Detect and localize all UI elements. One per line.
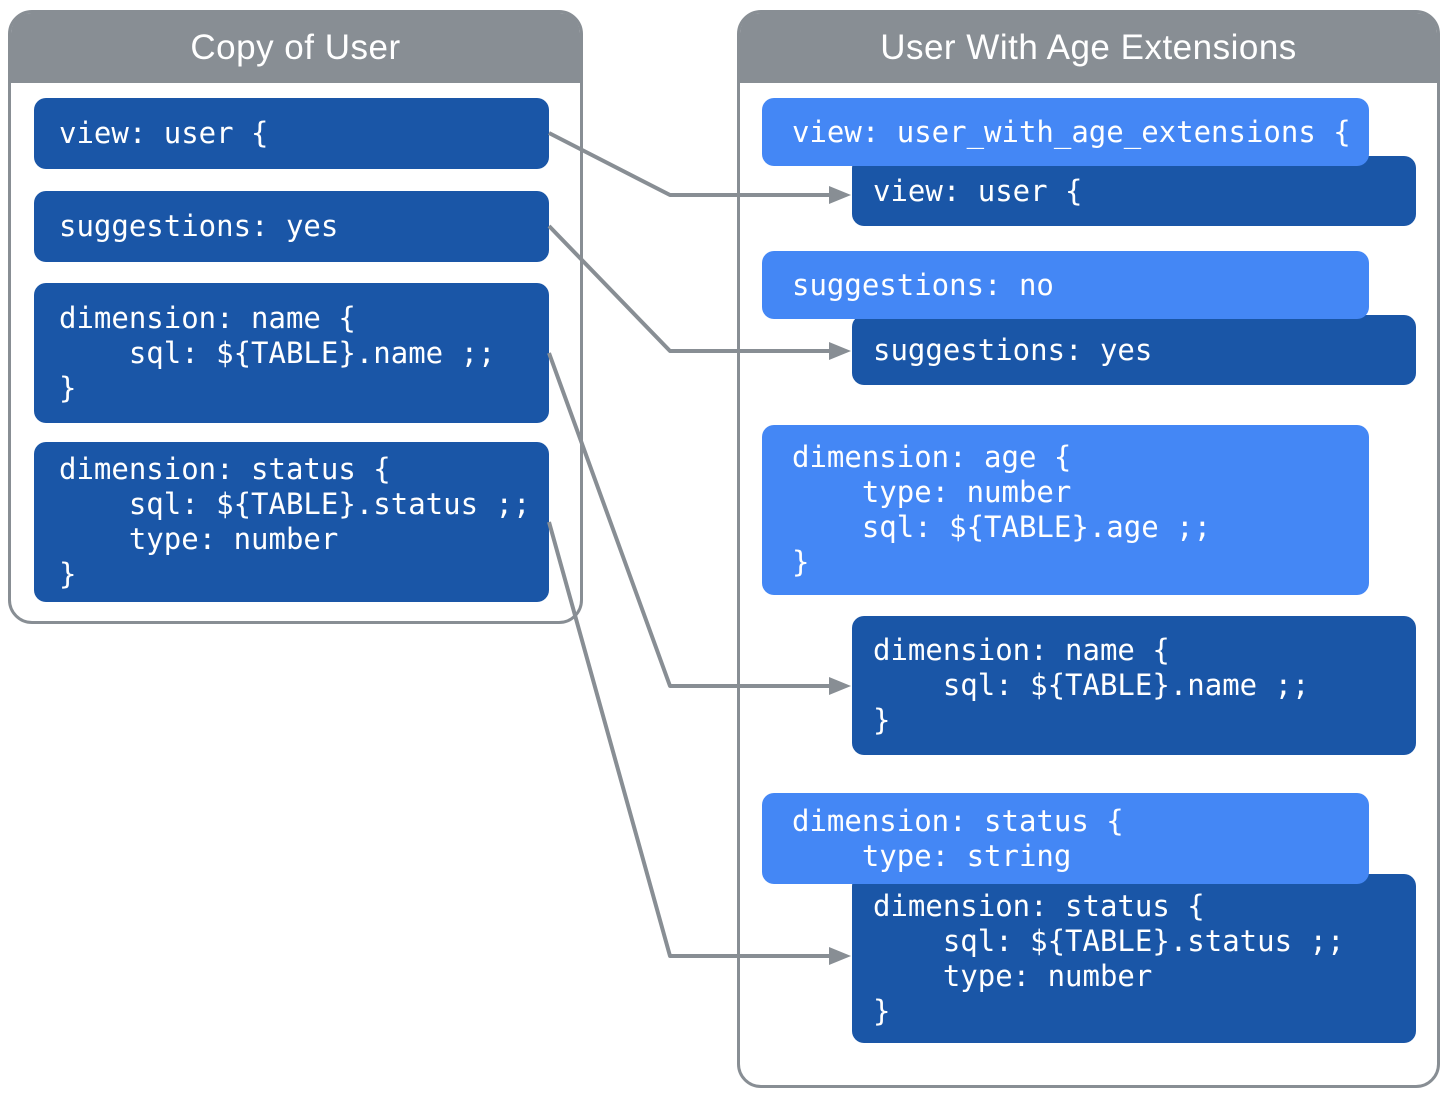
code-line: } [873,703,891,737]
code-line: view: user { [59,116,269,150]
code-line: suggestions: yes [873,332,1153,367]
code-line: type: number [792,475,1072,509]
code-line: sql: ${TABLE}.status ;; [873,923,1345,958]
code-box-ext-dimension-age: dimension: age { type: number sql: ${TAB… [762,425,1369,595]
code-line: sql: ${TABLE}.name ;; [873,668,1310,702]
code-box-copy-dimension-name: dimension: name { sql: ${TABLE}.name ;; … [34,283,549,423]
code-line: suggestions: no [792,267,1054,302]
code-line: type: number [59,522,339,556]
code-box-base-dimension-status: dimension: status { sql: ${TABLE}.status… [852,874,1416,1043]
code-line: } [792,545,810,579]
code-box-copy-suggestions: suggestions: yes [34,191,549,262]
code-box-base-dimension-name: dimension: name { sql: ${TABLE}.name ;; … [852,616,1416,755]
left-panel-title: Copy of User [11,13,580,83]
code-line: suggestions: yes [59,209,339,243]
code-box-ext-view: view: user_with_age_extensions { [762,98,1369,166]
right-panel-title: User With Age Extensions [740,13,1437,83]
code-line: dimension: status { [792,803,1124,838]
code-line: dimension: status { [873,888,1205,923]
code-line: view: user_with_age_extensions { [792,114,1351,149]
code-line: sql: ${TABLE}.name ;; [59,335,496,370]
code-box-ext-suggestions: suggestions: no [762,251,1369,319]
right-panel: User With Age Extensions view: user_with… [737,10,1440,1088]
code-line: sql: ${TABLE}.status ;; [59,487,531,521]
code-line: dimension: age { [792,440,1072,474]
code-line: dimension: status { [59,452,391,486]
code-line: } [59,370,77,405]
code-box-copy-dimension-status: dimension: status { sql: ${TABLE}.status… [34,442,549,602]
code-box-copy-view: view: user { [34,98,549,169]
code-box-base-suggestions: suggestions: yes [852,315,1416,385]
code-line: view: user { [873,173,1083,208]
code-box-ext-dimension-status: dimension: status { type: string [762,793,1369,884]
code-line: type: number [873,958,1153,993]
code-box-base-view: view: user { [852,156,1416,226]
code-line: sql: ${TABLE}.age ;; [792,510,1212,544]
code-line: } [59,557,77,591]
code-line: } [873,993,891,1028]
code-line: type: string [792,838,1072,873]
code-line: dimension: name { [59,300,356,335]
code-line: dimension: name { [873,633,1170,667]
left-panel: Copy of User view: user { suggestions: y… [8,10,583,624]
